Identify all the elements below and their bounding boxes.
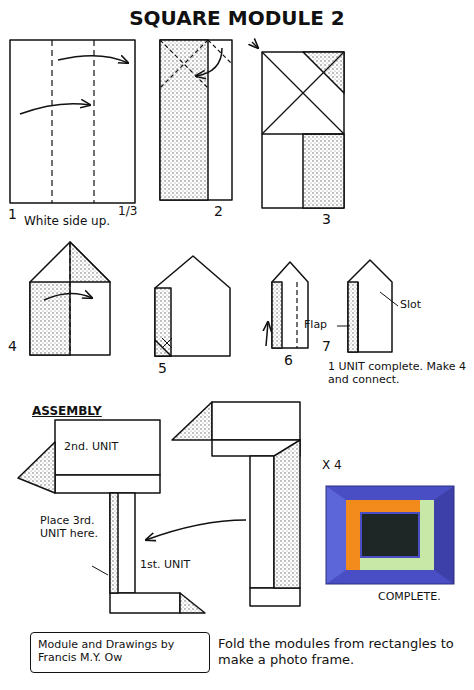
step-number: 2 <box>214 203 234 220</box>
title: SQUARE MODULE 2 <box>0 6 474 30</box>
note: COMPLETE. <box>378 590 468 603</box>
note: White side up. <box>24 214 144 228</box>
note: 1 UNIT complete. Make 4 and connect. <box>328 360 470 386</box>
part-label: 1st. UNIT <box>140 558 220 571</box>
note: Place 3rd. UNIT here. <box>40 514 106 540</box>
credit-text: Module and Drawings by Francis M.Y. Ow <box>38 638 202 664</box>
step-number: 6 <box>284 352 304 369</box>
caption: Fold the modules from rectangles to make… <box>218 636 468 667</box>
part-label: 2nd. UNIT <box>64 440 154 453</box>
credit-box: Module and Drawings by Francis M.Y. Ow <box>30 632 210 673</box>
fold-fraction: 1/3 <box>118 204 148 218</box>
multiplier: X 4 <box>322 458 362 472</box>
part-label: Slot <box>400 298 440 311</box>
step-number: 7 <box>322 338 342 355</box>
step-number: 4 <box>8 338 28 355</box>
step-number: 3 <box>322 211 342 228</box>
section-heading: ASSEMBLY <box>32 404 132 418</box>
part-label: Flap <box>304 318 338 331</box>
step-number: 5 <box>158 360 178 377</box>
